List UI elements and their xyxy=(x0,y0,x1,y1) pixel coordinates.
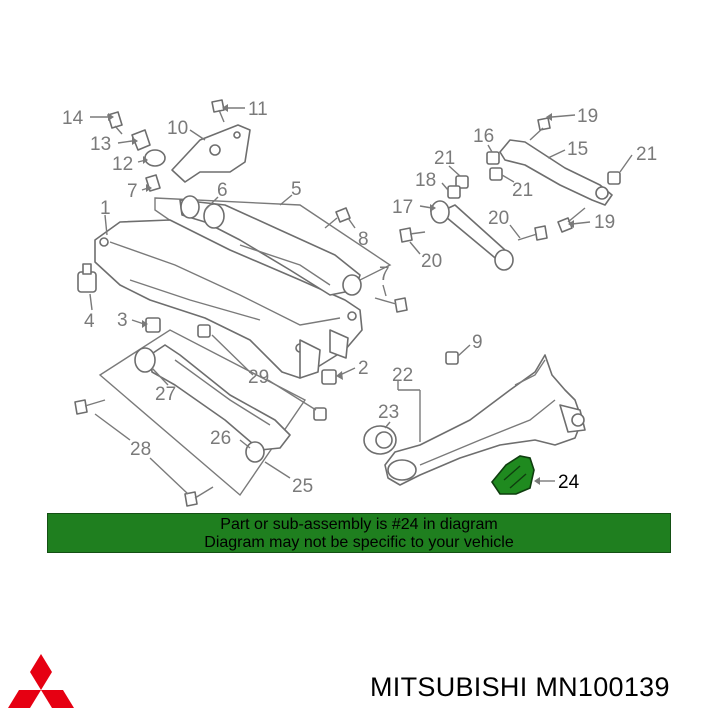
callout-15: 15 xyxy=(567,139,588,160)
nut-part-18 xyxy=(447,185,461,199)
callout-26: 26 xyxy=(210,428,231,449)
callout-5: 5 xyxy=(291,179,302,200)
callout-23: 23 xyxy=(378,402,399,423)
callout-8: 8 xyxy=(358,229,369,250)
callout-6: 6 xyxy=(217,180,228,201)
callout-14: 14 xyxy=(62,108,84,129)
group-box-25 xyxy=(98,329,307,497)
bushing-part-23 xyxy=(363,425,397,455)
leader-lines xyxy=(89,104,633,495)
callout-19-lower: 19 xyxy=(594,212,615,233)
lower-arm-part-27 xyxy=(134,344,291,463)
bolt-part-20-a xyxy=(399,227,426,243)
part-number-label: MITSUBISHI MN100139 xyxy=(370,672,670,702)
bolt-part-28-lower xyxy=(184,486,214,507)
bolt-part-11 xyxy=(211,99,225,123)
nut-part-9 xyxy=(445,351,459,365)
callout-19-upper: 19 xyxy=(577,106,598,127)
banner-line-disclaimer: Diagram may not be specific to your vehi… xyxy=(204,534,514,551)
callout-29: 29 xyxy=(248,367,269,388)
callout-7-upper: 7 xyxy=(127,181,138,202)
callout-20-b: 20 xyxy=(488,208,509,229)
callout-labels: 14 13 12 11 10 7 6 5 1 8 7 4 3 29 2 27 2… xyxy=(62,99,657,497)
bolt-part-28-upper xyxy=(74,399,106,415)
nut-part-21-c xyxy=(607,171,621,185)
nut-part-16 xyxy=(486,151,500,165)
callout-10: 10 xyxy=(167,118,188,139)
callout-3: 3 xyxy=(117,310,128,331)
bushing-part-13 xyxy=(131,129,151,151)
mitsubishi-three-diamond-logo-icon xyxy=(8,654,74,708)
lateral-link-part-17 xyxy=(430,200,514,271)
callout-11: 11 xyxy=(248,99,268,120)
bracket-part-10 xyxy=(171,124,251,183)
nut-part-2 xyxy=(321,369,337,385)
bolt-part-20-b xyxy=(517,225,548,241)
bolt-part-8 xyxy=(324,207,351,229)
callout-18: 18 xyxy=(415,170,436,191)
callout-20-a: 20 xyxy=(421,251,442,272)
callout-21-a: 21 xyxy=(434,148,455,169)
callout-22: 22 xyxy=(392,365,413,386)
callout-7-right: 7 xyxy=(379,264,390,285)
callout-16: 16 xyxy=(473,126,494,147)
trailing-arm-part-22 xyxy=(384,354,586,486)
upper-arm-part-15 xyxy=(499,139,613,206)
info-banner: Part or sub-assembly is #24 in diagram D… xyxy=(47,513,671,553)
nut-part-29-b xyxy=(313,407,327,421)
callout-4: 4 xyxy=(84,311,95,332)
bolt-part-19-upper xyxy=(529,117,551,141)
nut-part-3 xyxy=(145,317,161,333)
crossmember-part-1 xyxy=(94,219,363,379)
nut-part-29-a xyxy=(197,324,211,338)
callout-25: 25 xyxy=(292,476,313,497)
bolt-part-7-right xyxy=(374,297,408,313)
nut-part-21-a xyxy=(455,175,469,189)
callout-24: 24 xyxy=(558,472,580,493)
highlighted-bracket-part-24 xyxy=(491,455,535,495)
callout-13: 13 xyxy=(90,134,111,155)
callout-21-b: 21 xyxy=(512,180,533,201)
washer-part-12 xyxy=(144,149,166,167)
nut-part-21-b xyxy=(489,167,503,181)
callout-2: 2 xyxy=(358,358,369,379)
bolt-part-19-lower xyxy=(557,207,586,233)
callout-17: 17 xyxy=(392,197,413,218)
callout-9: 9 xyxy=(472,332,483,353)
banner-line-part-number: Part or sub-assembly is #24 in diagram xyxy=(220,516,498,533)
callout-21-c: 21 xyxy=(636,144,657,165)
callout-1: 1 xyxy=(100,198,111,219)
callout-28: 28 xyxy=(130,439,151,460)
callout-12: 12 xyxy=(112,154,133,175)
mount-part-4 xyxy=(77,263,97,293)
upper-arm-part-6 xyxy=(179,195,362,296)
callout-27: 27 xyxy=(155,384,176,405)
